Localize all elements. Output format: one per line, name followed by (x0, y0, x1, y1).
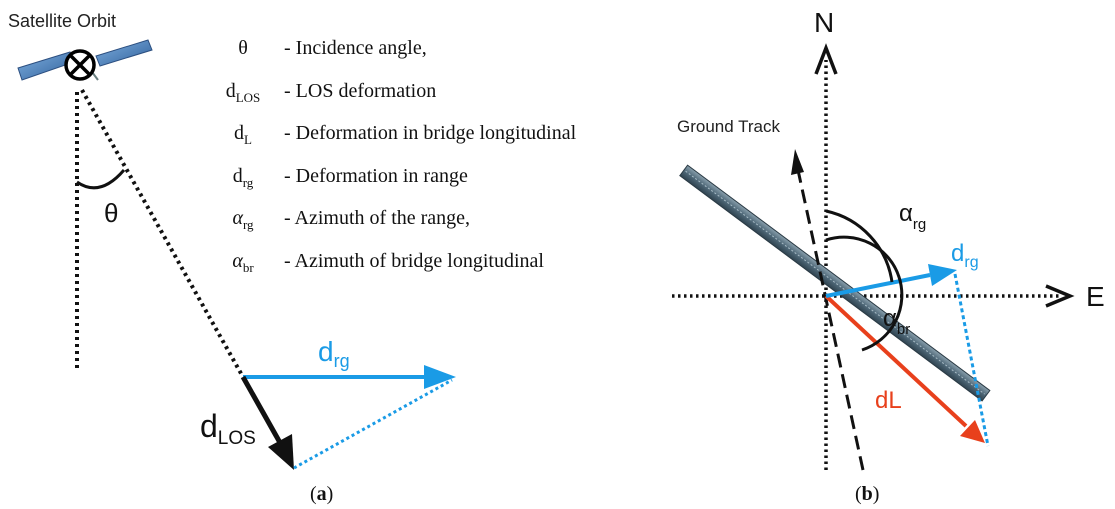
d-l-arrowhead (960, 420, 985, 443)
d-rg-arrowhead-a (424, 365, 456, 389)
legend-description: - Deformation in bridge longitudinal (284, 122, 577, 144)
north-label: N (814, 7, 834, 38)
legend-description: - LOS deformation (284, 80, 436, 102)
legend-symbol: αbr (232, 250, 254, 275)
d-los-arrow (240, 375, 286, 450)
alpha-rg-label: αrg (899, 200, 926, 233)
d-l-label: dL (875, 387, 902, 414)
legend-item: drg - Deformation in range (233, 165, 468, 190)
legend: θ - Incidence angle, dLOS - LOS deformat… (226, 37, 577, 275)
ground-track-label: Ground Track (677, 117, 780, 136)
theta-label: θ (104, 198, 118, 228)
d-los-arrowhead (268, 434, 294, 470)
legend-symbol: dLOS (226, 80, 261, 105)
d-rg-label-a: drg (318, 336, 350, 371)
d-rg-arrowhead-b (928, 264, 957, 286)
ground-track-line (796, 169, 865, 471)
bridge-icon (679, 164, 991, 402)
satellite-orbit-label: Satellite Orbit (8, 11, 116, 31)
caption-b: (b) (855, 483, 879, 505)
projection-line-a (293, 378, 453, 470)
panel-b: N E Ground Track dL drg αrg αbr (b) (672, 7, 1105, 505)
theta-arc (76, 169, 126, 190)
legend-item: αbr - Azimuth of bridge longitudinal (232, 250, 544, 275)
legend-description: - Deformation in range (284, 165, 468, 187)
projection-line-b (953, 273, 990, 447)
legend-description: - Azimuth of the range, (284, 207, 470, 229)
d-los-label: dLOS (200, 408, 256, 449)
satellite-icon (17, 39, 153, 81)
north-arrowhead (814, 43, 838, 75)
legend-symbol: αrg (232, 207, 254, 232)
legend-item: θ - Incidence angle, (238, 37, 427, 59)
legend-description: - Azimuth of bridge longitudinal (284, 250, 544, 272)
alpha-br-label: αbr (883, 305, 910, 338)
alpha-rg-arc (825, 209, 894, 283)
d-rg-label-b: drg (951, 240, 979, 271)
d-l-arrow (824, 294, 968, 428)
los-line (80, 89, 245, 378)
legend-item: αrg - Azimuth of the range, (232, 207, 470, 232)
ground-track-arrowhead (791, 149, 804, 175)
east-label: E (1086, 281, 1105, 312)
caption-a: (a) (310, 483, 333, 505)
east-arrowhead (1045, 284, 1075, 308)
legend-item: dL - Deformation in bridge longitudinal (234, 122, 577, 147)
alpha-br-arc (825, 235, 904, 352)
d-rg-arrow-b (825, 273, 931, 298)
panel-a: Satellite Orbit θ drg dLOS (a) (8, 11, 456, 505)
legend-symbol: drg (233, 165, 254, 190)
legend-symbol: θ (238, 37, 248, 59)
legend-description: - Incidence angle, (284, 37, 427, 59)
legend-symbol: dL (234, 122, 252, 147)
legend-item: dLOS - LOS deformation (226, 80, 436, 105)
